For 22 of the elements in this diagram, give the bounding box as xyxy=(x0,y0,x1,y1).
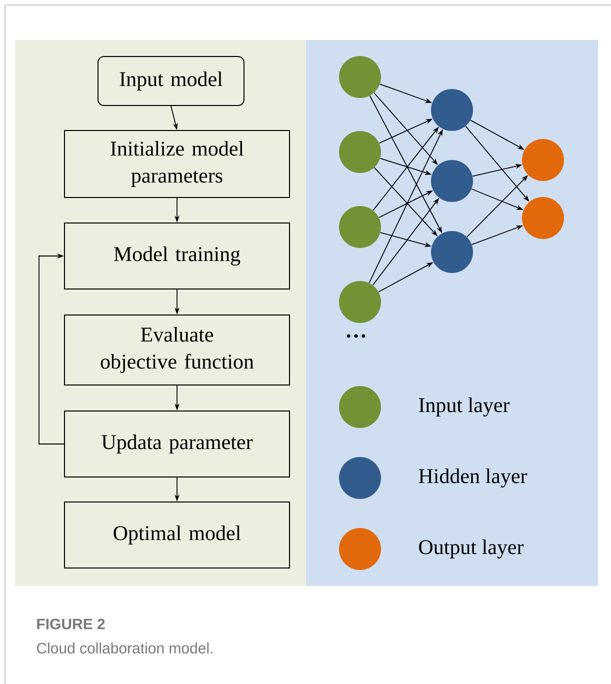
neuron-circle xyxy=(431,89,473,131)
caption: Cloud collaboration model. xyxy=(36,642,212,654)
legend-label: Input layer xyxy=(418,397,510,417)
process-box: Optimal model xyxy=(64,502,290,568)
figure-label: FIGURE 2 xyxy=(37,618,105,630)
legend-label: Hidden layer xyxy=(418,468,528,488)
process-box: Initialize model parameters xyxy=(64,130,290,198)
process-box: Model training xyxy=(64,222,290,290)
neuron-circle xyxy=(339,131,381,173)
process-box: Evaluate objective function xyxy=(64,314,290,386)
neuron-circle xyxy=(431,160,473,202)
neuron-circle xyxy=(522,139,564,181)
neuron-circle xyxy=(339,281,381,323)
start-box: Input model xyxy=(98,56,244,106)
neuron-circle xyxy=(431,231,473,273)
process-box: Updata parameter xyxy=(64,410,290,478)
neuron-circle xyxy=(522,197,564,239)
neuron-circle xyxy=(339,56,381,98)
feedback-arrow xyxy=(38,253,64,444)
ellipsis: … xyxy=(346,334,366,338)
neuron-circle xyxy=(339,206,381,248)
legend-label: Output layer xyxy=(419,539,524,559)
